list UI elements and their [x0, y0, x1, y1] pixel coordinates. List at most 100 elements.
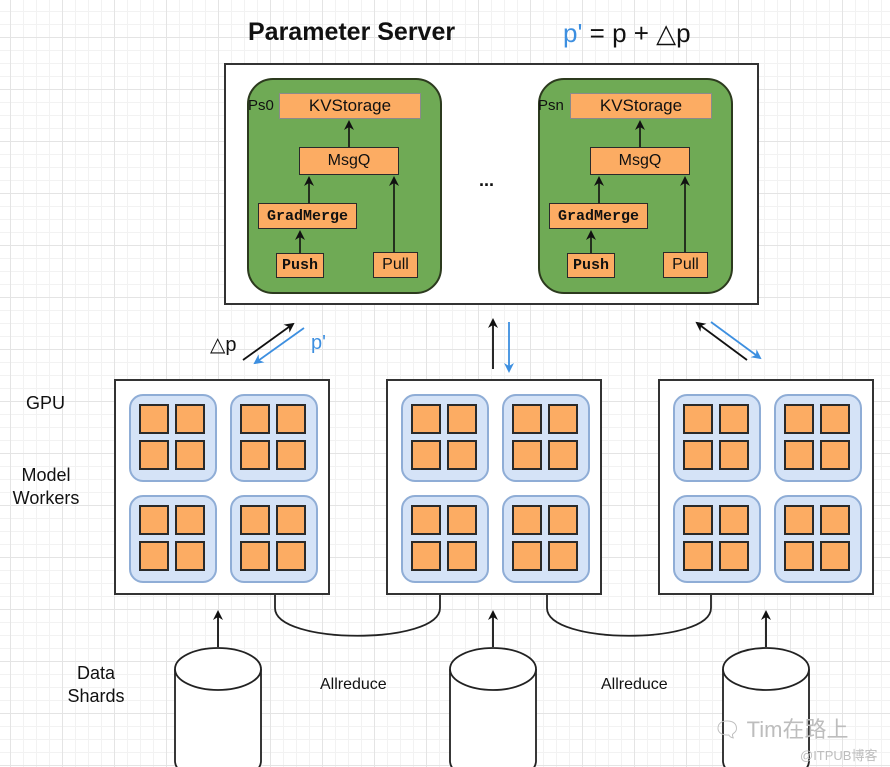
gpu-unit	[719, 440, 749, 470]
delta-p-label: △p	[210, 334, 237, 356]
gpu-unit	[683, 440, 713, 470]
gpu-group	[673, 394, 761, 482]
gpu-unit	[683, 404, 713, 434]
gpu-unit	[820, 505, 850, 535]
gpu-group	[502, 495, 590, 583]
watermark-author: 🗨 Tim在路上	[713, 712, 849, 744]
gpu-unit	[139, 440, 169, 470]
gradmerge-box: GradMerge	[258, 203, 357, 229]
gpu-unit	[512, 505, 542, 535]
watermark-author-text: Tim在路上	[746, 717, 849, 742]
gpu-unit	[411, 505, 441, 535]
gpu-unit	[719, 404, 749, 434]
gpu-unit	[784, 404, 814, 434]
gpu-unit	[411, 440, 441, 470]
p-prime-label: p'	[311, 332, 326, 354]
gpu-unit	[548, 505, 578, 535]
push-box: Push	[567, 253, 615, 278]
gpu-unit	[820, 440, 850, 470]
arrow-push-delta-worker-1	[242, 322, 295, 361]
gpu-unit	[240, 541, 270, 571]
gpu-unit	[820, 404, 850, 434]
model-worker-1	[114, 379, 330, 595]
gpu-group	[129, 394, 217, 482]
gpu-unit	[240, 440, 270, 470]
gpu-unit	[447, 440, 477, 470]
gpu-unit	[683, 505, 713, 535]
gpu-unit	[276, 404, 306, 434]
gpu-unit	[784, 505, 814, 535]
data-shards-line1: Data	[76, 663, 116, 683]
gpu-unit	[784, 440, 814, 470]
msgq-box: MsgQ	[590, 147, 690, 175]
diagram-title: Parameter Server	[248, 18, 456, 46]
gpu-unit	[240, 505, 270, 535]
cylinder-body	[449, 669, 537, 767]
update-formula: p' = p + △p	[563, 18, 691, 49]
model-workers-label: Model Workers	[10, 464, 82, 510]
gpu-group	[129, 495, 217, 583]
pull-box: Pull	[663, 252, 708, 278]
gpu-unit	[175, 505, 205, 535]
gpu-unit	[447, 541, 477, 571]
data-shards-line2: Shards	[67, 686, 125, 706]
gpu-unit	[139, 541, 169, 571]
gpu-unit	[139, 505, 169, 535]
gpu-unit	[411, 404, 441, 434]
gpu-unit	[276, 541, 306, 571]
gpu-unit	[447, 505, 477, 535]
gpu-group	[401, 394, 489, 482]
gpu-group	[774, 394, 862, 482]
data-shard-cylinder-1	[174, 647, 262, 767]
gpu-unit	[512, 541, 542, 571]
data-shard-cylinder-2	[449, 647, 537, 767]
ps-node-label: Psn	[538, 97, 564, 114]
allreduce-curve-1	[274, 595, 441, 637]
gpu-group	[230, 495, 318, 583]
allreduce-label-2: Allreduce	[601, 676, 668, 693]
gpu-group	[673, 495, 761, 583]
gpu-unit	[548, 404, 578, 434]
gpu-group	[774, 495, 862, 583]
wechat-icon: 🗨	[713, 717, 741, 742]
gpu-unit	[276, 505, 306, 535]
gpu-unit	[512, 440, 542, 470]
cylinder-body	[722, 669, 810, 767]
gpu-unit	[175, 440, 205, 470]
kvstorage-box: KVStorage	[279, 93, 421, 119]
arrow-pull-params-worker-3	[710, 321, 762, 360]
gpu-label: GPU	[26, 393, 66, 413]
gpu-unit	[139, 404, 169, 434]
gpu-unit	[512, 404, 542, 434]
cylinder-top	[174, 647, 262, 691]
msgq-box: MsgQ	[299, 147, 399, 175]
formula-p-prime: p'	[563, 18, 583, 48]
kvstorage-box: KVStorage	[570, 93, 712, 119]
gpu-unit	[719, 541, 749, 571]
gpu-group	[230, 394, 318, 482]
gradmerge-box: GradMerge	[549, 203, 648, 229]
allreduce-curve-2	[546, 595, 712, 637]
gpu-unit	[447, 404, 477, 434]
gpu-unit	[683, 541, 713, 571]
gpu-unit	[276, 440, 306, 470]
model-worker-2	[386, 379, 602, 595]
model-worker-3	[658, 379, 874, 595]
arrow-push-delta-worker-3	[695, 321, 748, 361]
arrow-pull-params-worker-1	[253, 327, 305, 365]
gpu-unit	[548, 440, 578, 470]
gpu-unit	[548, 541, 578, 571]
gpu-group	[401, 495, 489, 583]
gpu-unit	[175, 541, 205, 571]
pull-box: Pull	[373, 252, 418, 278]
push-box: Push	[276, 253, 324, 278]
gpu-group	[502, 394, 590, 482]
model-workers-line2: Workers	[12, 488, 80, 508]
gpu-unit	[784, 541, 814, 571]
gpu-unit	[240, 404, 270, 434]
data-shard-cylinder-3	[722, 647, 810, 767]
cylinder-top	[722, 647, 810, 691]
cylinder-body	[174, 669, 262, 767]
model-workers-line1: Model	[21, 465, 71, 485]
